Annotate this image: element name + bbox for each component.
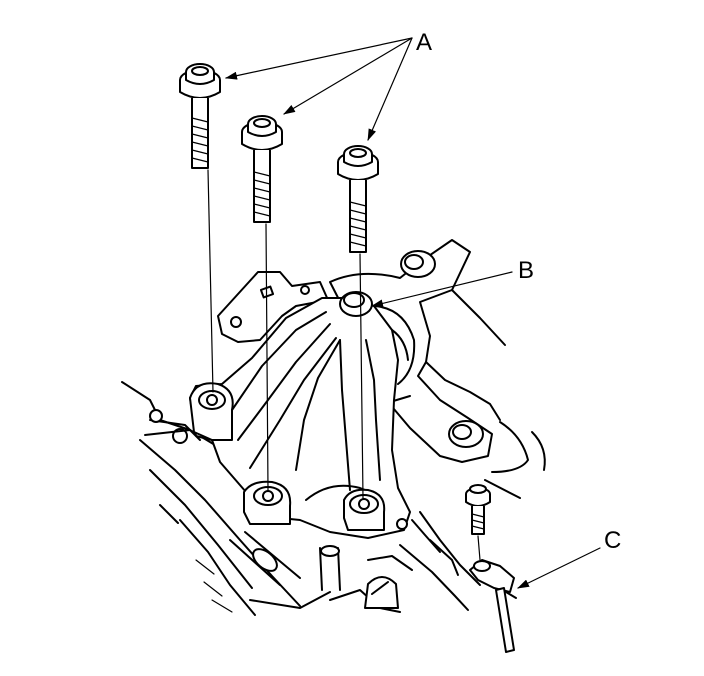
bolt-3 — [337, 145, 379, 253]
alignment-lines — [207, 169, 481, 561]
bolt-1 — [179, 63, 221, 169]
callout-a: A — [416, 29, 432, 56]
leader-arrows — [225, 37, 601, 589]
transmission-case — [121, 381, 481, 616]
ground-bolt — [465, 484, 491, 535]
callout-b: B — [518, 257, 534, 284]
engine-mount-body — [189, 271, 416, 539]
callout-c: C — [604, 527, 621, 554]
mount-arm — [329, 239, 546, 499]
bolt-2 — [241, 115, 283, 223]
ground-cable — [469, 559, 517, 653]
